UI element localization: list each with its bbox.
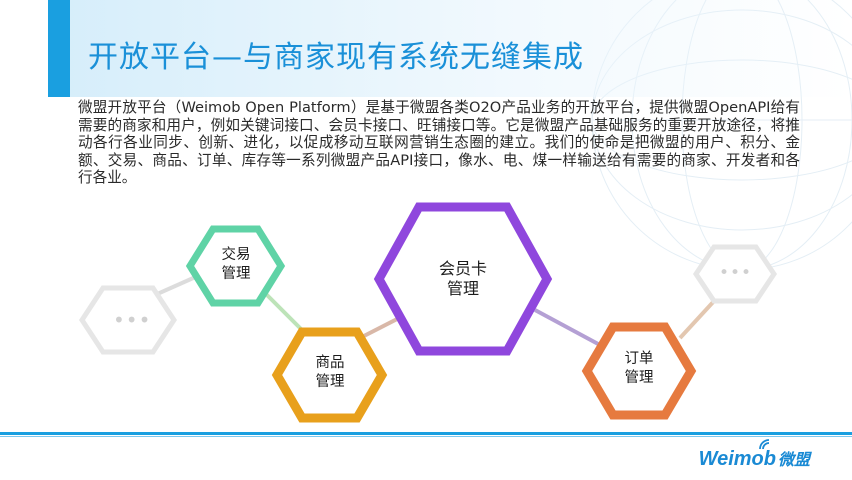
hexagon-member-card: [373, 202, 553, 356]
connector-line: [678, 298, 717, 340]
title-accent: [48, 0, 70, 97]
node-order-label: 订单 管理: [624, 351, 654, 386]
hexagon-trade: [185, 225, 286, 307]
logo-cn-text: 微盟: [777, 452, 810, 469]
slide-title: 开放平台—与商家现有系统无缝集成: [88, 40, 584, 75]
node-member-card-label: 会员卡 管理: [438, 259, 487, 298]
module-diagram: ••• ••• 交易 管理 商品 管理 会员卡 管理 订单 管理: [0, 190, 852, 430]
title-bar: 开放平台—与商家现有系统无缝集成: [0, 0, 852, 97]
placeholder-hexagon-left: [79, 285, 177, 355]
node-product-label: 商品 管理: [315, 355, 345, 390]
placeholder-hexagon-right: [692, 244, 778, 304]
hexagon-product: [271, 327, 388, 423]
hexagon-diagram: [79, 202, 778, 423]
signal-wave-icon: [759, 439, 770, 450]
intro-paragraph: 微盟开放平台（Weimob Open Platform）是基于微盟各类O2O产品…: [78, 99, 800, 186]
footer-divider-thin: [0, 436, 852, 437]
hexagon-order: [581, 322, 697, 420]
more-dots-icon: •••: [719, 263, 753, 283]
logo-text: Weimob: [698, 448, 776, 470]
node-trade-label: 交易 管理: [221, 247, 251, 282]
footer-divider: [0, 432, 852, 435]
more-dots-icon: •••: [113, 308, 152, 332]
connector-line: [534, 308, 601, 347]
title-background: [70, 0, 852, 97]
